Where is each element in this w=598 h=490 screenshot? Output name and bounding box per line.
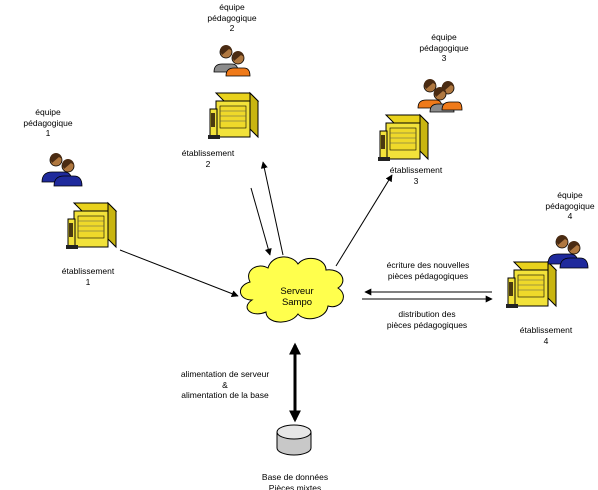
writing-annotation: écriture des nouvelles pièces pédagogiqu… (386, 260, 470, 281)
database-icon (276, 424, 312, 456)
establishment-label-4: établissement 4 (519, 325, 573, 346)
team-label-1: équipe pédagogique 1 (23, 107, 73, 138)
building-icon-2 (207, 92, 259, 140)
establishment-label-1: établissement 1 (61, 266, 115, 287)
team-label-4: équipe pédagogique 4 (545, 190, 595, 221)
team-label-2: équipe pédagogique 2 (207, 2, 257, 33)
team-label-3: équipe pédagogique 3 (419, 32, 469, 63)
team-icon-2 (213, 44, 251, 77)
feeding-annotation: alimentation de serveur & alimentation d… (180, 369, 270, 400)
team-icon-4 (547, 234, 589, 269)
building-icon-3 (377, 114, 429, 162)
server-cloud (240, 256, 344, 323)
edge-etab1-to-server (119, 249, 239, 297)
building-icon-1 (65, 202, 117, 250)
building-icon-4 (505, 261, 557, 309)
database-label: Base de données Pièces mixtes (261, 472, 329, 490)
establishment-label-2: établissement 2 (181, 148, 235, 169)
edge-server-to-etab2 (260, 161, 284, 256)
team-icon-1 (41, 152, 83, 187)
distribution-annotation: distribution des pièces pédagogiques (386, 309, 468, 330)
establishment-label-3: établissement 3 (389, 165, 443, 186)
team-icon-3 (417, 78, 463, 113)
edge-server-to-etab3 (335, 174, 393, 267)
edge-etab2-to-server (250, 187, 272, 256)
server-label: Serveur Sampo (280, 286, 314, 308)
